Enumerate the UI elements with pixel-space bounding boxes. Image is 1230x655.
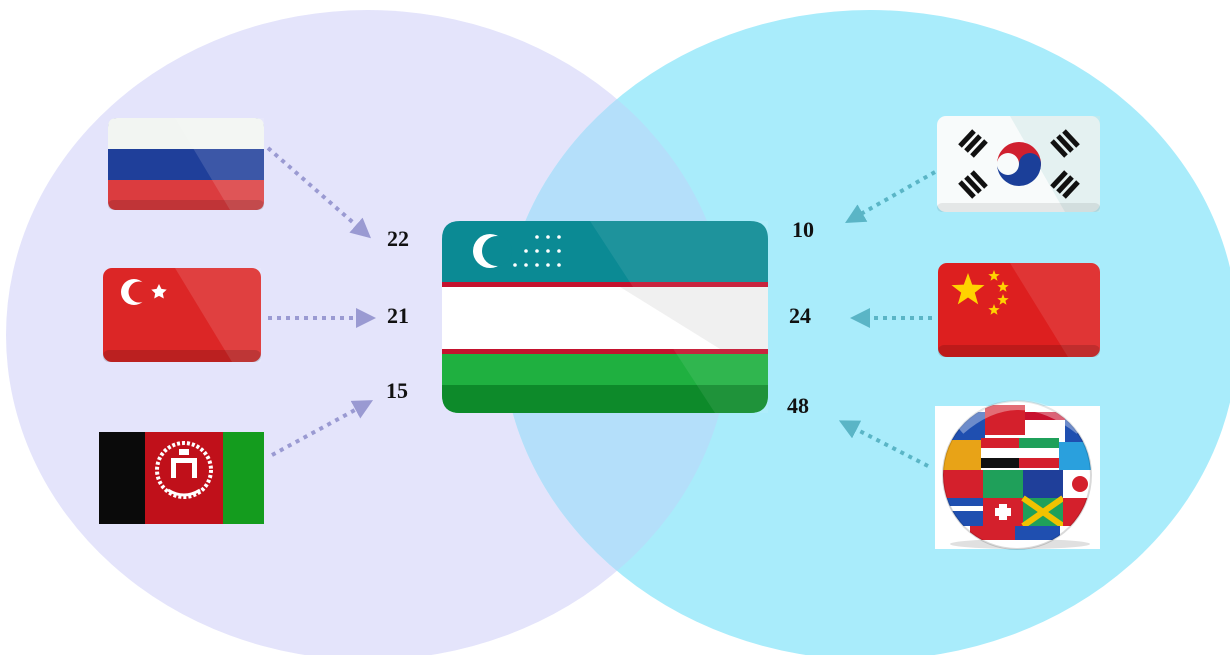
uzbekistan-stars [513, 235, 561, 267]
china-flag-icon [938, 263, 1100, 357]
value-russia: 22 [387, 226, 409, 251]
korea-trigrams [958, 129, 1080, 199]
value-china: 24 [789, 303, 811, 328]
arrow-world [838, 420, 929, 468]
world-flags-globe-icon [935, 400, 1100, 550]
russia-flag-icon [108, 118, 264, 210]
value-south-korea: 10 [792, 217, 814, 242]
arrow-korea [845, 170, 936, 223]
south-korea-flag-icon [937, 116, 1100, 212]
uzbekistan-flag-icon [442, 221, 768, 413]
turkey-flag-icon [103, 268, 261, 362]
value-turkey: 21 [387, 303, 409, 328]
arrow-russia [266, 146, 372, 239]
afghanistan-flag-icon [99, 432, 264, 524]
value-afghanistan: 15 [386, 378, 408, 403]
value-world: 48 [787, 393, 809, 418]
